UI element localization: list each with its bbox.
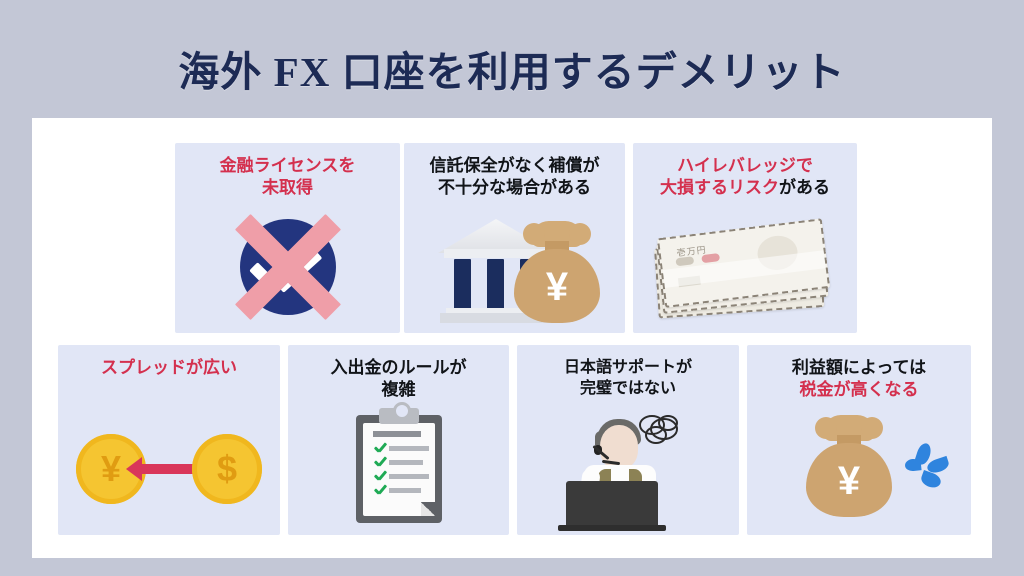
card-title-line1: ハイレバレッジで [677, 156, 813, 175]
card-title-line2: 未取得 [262, 178, 313, 198]
card-title: スプレッドが広い [58, 357, 280, 379]
card-title-line2: 複雑 [381, 380, 416, 400]
cards-panel: 金融ライセンスを 未取得 信託保全がなく補償が 不十分な場合がある [32, 118, 992, 558]
card-title-line2: 完璧ではない [579, 380, 676, 398]
page-title: 海外 FX 口座を利用するデメリット [178, 49, 846, 95]
dollar-coin-icon: $ [192, 434, 262, 504]
card-no-trust-preservation[interactable]: 信託保全がなく補償が 不十分な場合がある ¥ [404, 143, 625, 333]
card-complex-deposit-rules[interactable]: 入出金のルールが 複雑 [288, 345, 509, 535]
bank-and-money-bag-icon: ¥ [404, 207, 625, 327]
card-title: ハイレバレッジで 大損するリスクがある [633, 155, 857, 200]
confusion-scribble-icon [639, 415, 678, 444]
yen-dollar-coins-arrow-icon: ¥ $ [58, 409, 280, 529]
card-title-line2: 大損するリスクがある [639, 177, 851, 199]
card-higher-taxes[interactable]: 利益額によっては 税金が高くなる ¥ [747, 345, 971, 535]
card-title-line2: 税金が高くなる [799, 380, 919, 400]
card-title-line2: 不十分な場合がある [438, 178, 591, 198]
card-title-line1: 金融ライセンスを [219, 156, 356, 175]
card-imperfect-japanese-support[interactable]: 日本語サポートが 完璧ではない [517, 345, 739, 535]
money-bag-sparkle-icon: ¥ [747, 409, 971, 529]
card-wide-spread[interactable]: スプレッドが広い ¥ $ [58, 345, 280, 535]
card-title-line1: 信託保全がなく補償が [429, 156, 600, 175]
card-title: 入出金のルールが 複雑 [288, 357, 509, 402]
card-no-financial-license[interactable]: 金融ライセンスを 未取得 [175, 143, 400, 333]
card-title-red-part: 大損するリスク [660, 178, 779, 198]
card-title: 利益額によっては 税金が高くなる [747, 357, 971, 402]
money-bag-icon: ¥ [797, 415, 901, 527]
clipboard-checklist-icon [288, 402, 509, 529]
card-title-black-part: がある [779, 178, 830, 198]
cross-over-check-circle-icon [175, 207, 400, 327]
card-high-leverage-risk[interactable]: ハイレバレッジで 大損するリスクがある 壱万円 [633, 143, 857, 333]
card-title: 信託保全がなく補償が 不十分な場合がある [404, 155, 625, 200]
card-title: 金融ライセンスを 未取得 [175, 155, 400, 200]
yen-symbol: ¥ [545, 265, 569, 309]
card-title-line1: スプレッドが広い [101, 358, 237, 377]
yen-symbol: ¥ [837, 459, 861, 503]
card-title-line1: 入出金のルールが [330, 358, 467, 377]
money-bag-icon: ¥ [509, 221, 605, 325]
card-title: 日本語サポートが 完璧ではない [517, 357, 739, 399]
card-title-line1: 日本語サポートが [563, 359, 692, 376]
support-operator-icon [517, 409, 739, 531]
banknote-stack-icon: 壱万円 [633, 207, 857, 327]
sparkle-icon [903, 441, 955, 499]
card-title-line1: 利益額によっては [791, 358, 927, 377]
